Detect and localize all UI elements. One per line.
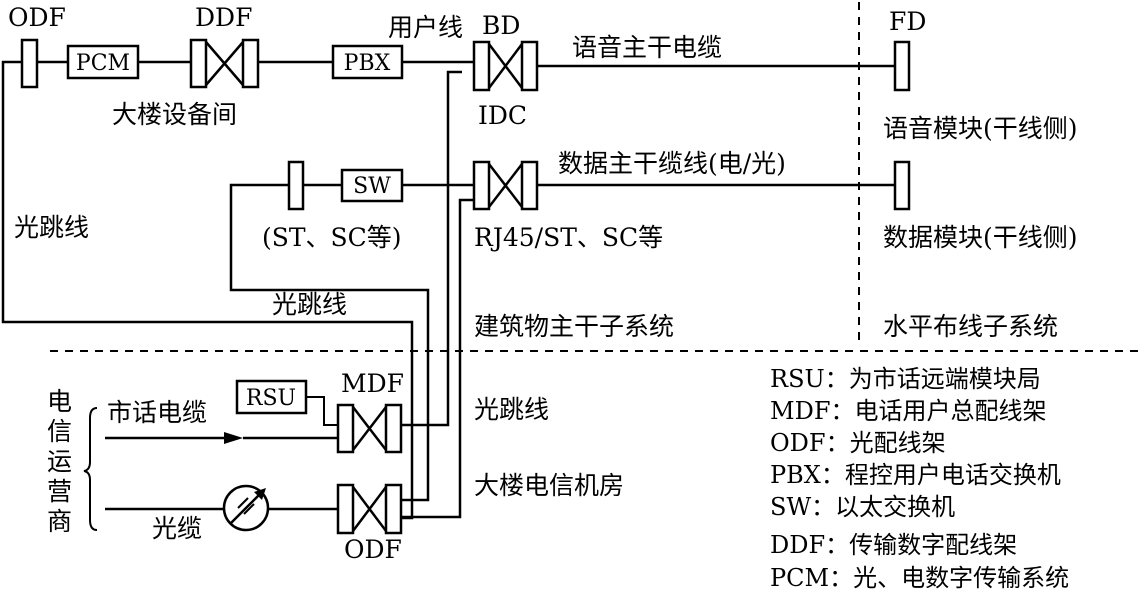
voice-link-mdf xyxy=(401,70,462,427)
wiring xyxy=(1,60,895,520)
sw-left-connector xyxy=(287,160,305,211)
data-module-connector xyxy=(893,160,911,211)
odf-bottom-cross-connect xyxy=(336,483,403,535)
rj45-st-sc-label: RJ45/ST、SC等 xyxy=(474,223,663,252)
legend-item: PBX：程控用户电话交换机 xyxy=(770,461,1061,489)
st-sc-label: (ST、SC等) xyxy=(262,223,402,252)
odf-connector-top xyxy=(20,38,39,89)
ddf-label: DDF xyxy=(195,3,252,32)
legend-item: DDF：传输数字配线架 xyxy=(770,531,1017,559)
svg-text:营: 营 xyxy=(47,477,72,506)
fiber-jumper-left-label: 光跳线 xyxy=(14,213,89,242)
voice-module-label: 语音模块(干线侧) xyxy=(883,114,1078,143)
svg-text:商: 商 xyxy=(47,507,72,536)
legend-item: ODF：光配线架 xyxy=(770,429,946,457)
data-backbone-label: 数据主干缆线(电/光) xyxy=(558,149,786,178)
telecom-room-label: 大楼电信机房 xyxy=(474,471,624,500)
legend-item: MDF：电话用户总配线架 xyxy=(770,397,1046,425)
odf-bottom-label: ODF xyxy=(344,535,402,564)
odf-top-label: ODF xyxy=(8,3,66,32)
mdf-cross-connect xyxy=(336,403,403,454)
fiber-jumper-sw xyxy=(229,183,430,502)
pcm-box: PCM xyxy=(66,44,140,80)
pbx-box: PBX xyxy=(331,44,404,80)
svg-text:信: 信 xyxy=(47,417,72,446)
operator-brace xyxy=(83,407,98,531)
legend-item: PCM：光、电数字传输系统 xyxy=(770,564,1069,592)
legend: RSU：为市话远端模块局 MDF：电话用户总配线架 ODF：光配线架 PBX：程… xyxy=(770,365,1069,592)
city-cable-arrow xyxy=(224,432,243,444)
fiber-jumper-mid-label: 光跳线 xyxy=(272,290,347,319)
sw-box: SW xyxy=(340,168,404,203)
telecom-operator-label: 电 信 运 营 商 xyxy=(47,387,72,536)
voice-module-connector xyxy=(893,40,911,92)
bd-label: BD xyxy=(482,11,520,40)
rsu-link xyxy=(306,396,338,426)
mdf-label: MDF xyxy=(341,369,404,398)
bd-idc-cross-connect xyxy=(472,40,539,92)
ddf-cross-connect xyxy=(189,38,260,89)
pbx-label: PBX xyxy=(344,51,391,76)
optical-cable-label: 光缆 xyxy=(152,514,202,543)
data-link-odf xyxy=(401,198,476,519)
voice-backbone-label: 语音主干电缆 xyxy=(572,33,722,62)
fd-label: FD xyxy=(889,7,926,36)
city-cable-label: 市话电缆 xyxy=(107,398,207,427)
data-module-label: 数据模块(干线侧) xyxy=(883,223,1078,252)
svg-text:运: 运 xyxy=(47,447,72,476)
building-backbone-label: 建筑物主干子系统 xyxy=(474,312,674,341)
user-line-label: 用户线 xyxy=(388,13,463,42)
legend-item: SW：以太交换机 xyxy=(770,493,955,521)
pcm-label: PCM xyxy=(76,51,130,76)
idc-label: IDC xyxy=(478,101,527,130)
sw-label: SW xyxy=(353,174,391,199)
fiber-jumper-low-label: 光跳线 xyxy=(474,395,549,424)
rsu-label: RSU xyxy=(246,386,296,411)
horizontal-subsystem-label: 水平布线子系统 xyxy=(883,312,1058,341)
equipment-room-label: 大楼设备间 xyxy=(112,100,237,129)
legend-item: RSU：为市话远端模块局 xyxy=(770,365,1041,393)
svg-text:电: 电 xyxy=(47,387,72,416)
bd-rj45-cross-connect xyxy=(472,160,539,211)
optical-device-icon xyxy=(222,484,270,532)
rsu-box: RSU xyxy=(235,379,308,415)
